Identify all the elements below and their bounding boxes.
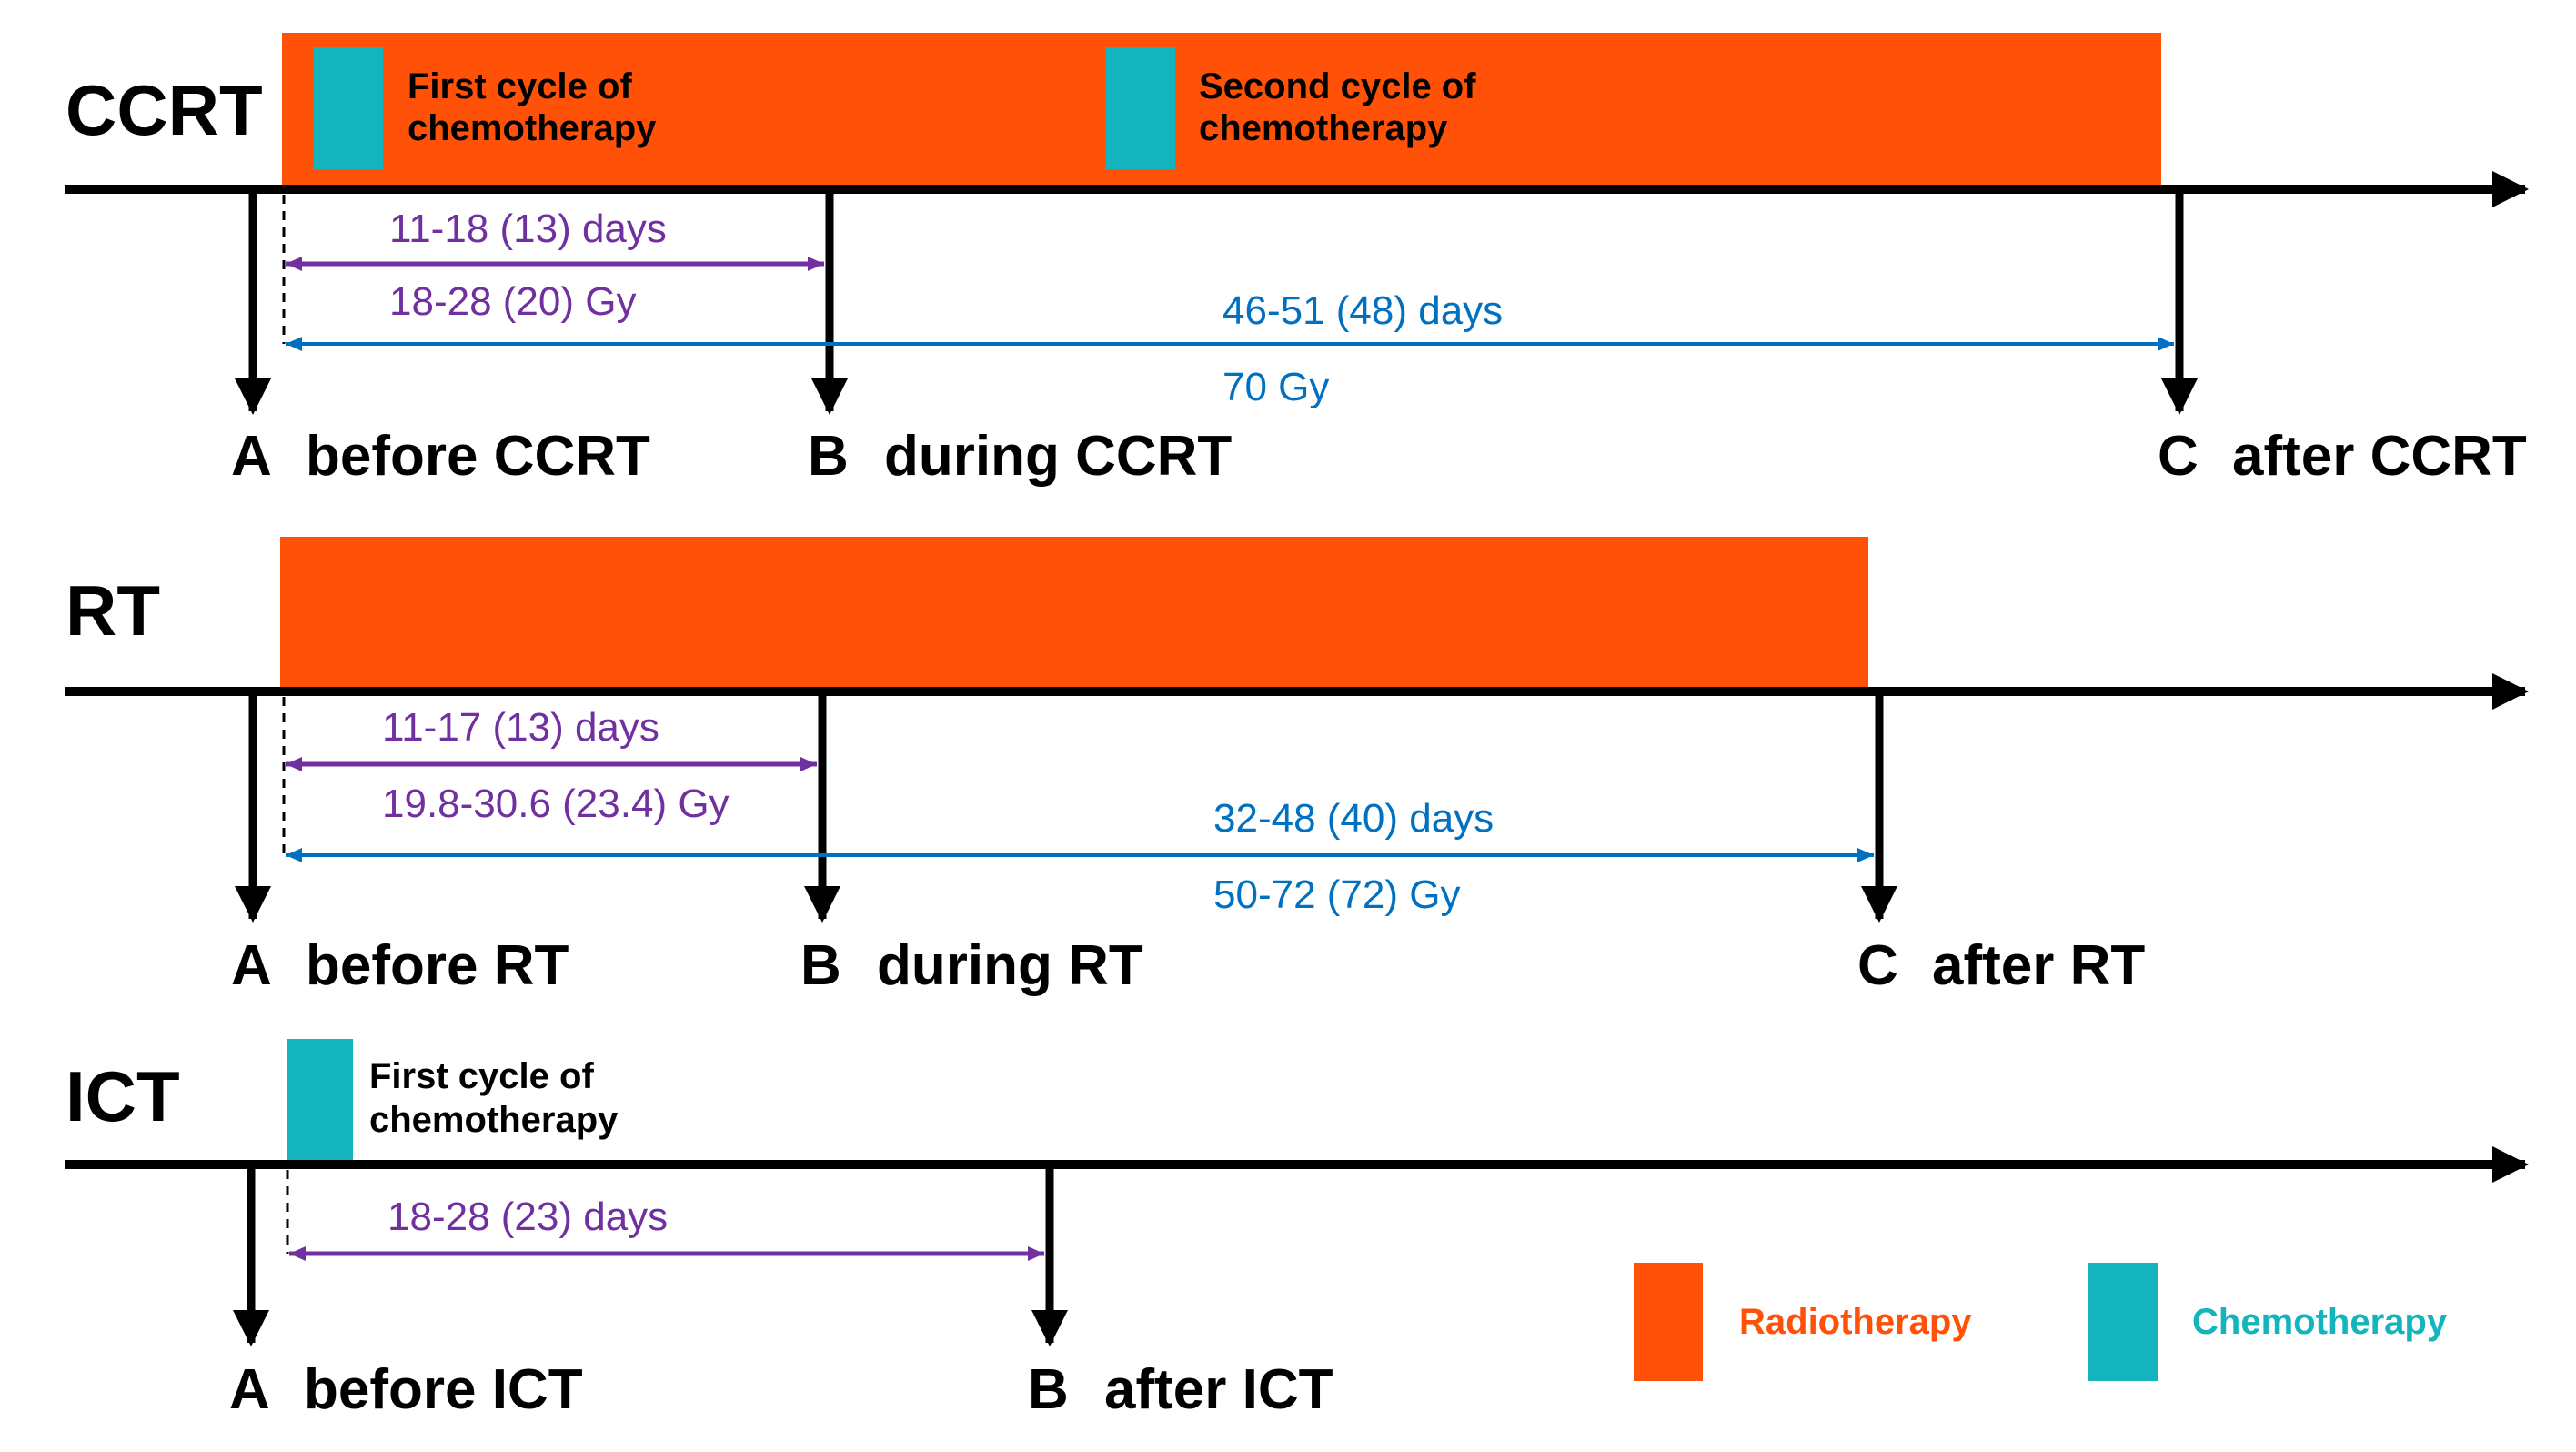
ccrt-row: First cycle of chemotherapy Second cycle… [65,33,2529,488]
ict-row-title: ICT [65,1056,180,1136]
rt-milestone-c-label: after RT [1932,934,2145,997]
rt-milestone-a-label: before RT [306,934,569,997]
ict-milestone-b-letter: B [1028,1358,1069,1421]
ccrt-chemo-note-1-line1: First cycle of [408,66,632,106]
ccrt-short-interval-days: 11-18 (13) days [389,207,667,251]
ccrt-milestone-b-letter: B [808,425,849,488]
ccrt-milestone-a-label: before CCRT [306,425,650,488]
legend-chemotherapy-swatch [2088,1263,2158,1381]
legend-chemotherapy-label: Chemotherapy [2192,1302,2448,1342]
ict-chemo-block-1 [287,1039,353,1161]
ccrt-milestone-c-label: after CCRT [2232,425,2527,488]
ccrt-long-interval-dose: 70 Gy [1223,365,1329,409]
rt-milestone-c-letter: C [1857,934,1898,997]
ccrt-chemo-block-1 [314,47,383,169]
ccrt-chemo-note-2-line1: Second cycle of [1199,66,1476,106]
legend-radiotherapy-label: Radiotherapy [1739,1302,1972,1342]
ccrt-long-interval-days: 46-51 (48) days [1223,288,1503,333]
ccrt-short-interval-dose: 18-28 (20) Gy [389,279,636,324]
ccrt-milestone-c-letter: C [2158,425,2199,488]
ccrt-chemo-note-1-line2: chemotherapy [408,108,657,148]
ccrt-chemo-block-2 [1106,47,1175,169]
rt-long-interval-dose: 50-72 (72) Gy [1213,872,1460,917]
ict-short-interval-days: 18-28 (23) days [387,1195,668,1239]
ccrt-milestone-a-letter: A [231,425,272,488]
legend: Radiotherapy Chemotherapy [1634,1263,2448,1381]
ccrt-row-title: CCRT [65,70,263,150]
legend-radiotherapy-swatch [1634,1263,1703,1381]
ict-milestone-a-letter: A [229,1358,270,1421]
rt-row-title: RT [65,570,160,650]
ccrt-radiotherapy-bar [282,33,2161,187]
rt-short-interval-dose: 19.8-30.6 (23.4) Gy [382,781,730,826]
rt-milestone-b-label: during RT [877,934,1143,997]
ict-chemo-note-1-line1: First cycle of [369,1056,594,1096]
rt-short-interval-days: 11-17 (13) days [382,705,659,750]
ict-milestone-a-label: before ICT [304,1358,583,1421]
ict-milestone-b-label: after ICT [1104,1358,1333,1421]
rt-milestone-a-letter: A [231,934,272,997]
ict-chemo-note-1-line2: chemotherapy [369,1100,619,1140]
rt-row: RT 11-17 (13) days 19.8-30.6 (23.4) Gy 3… [65,537,2529,997]
rt-milestone-b-letter: B [800,934,841,997]
rt-long-interval-days: 32-48 (40) days [1213,796,1494,841]
ccrt-chemo-note-2-line2: chemotherapy [1199,108,1448,148]
rt-radiotherapy-bar [280,537,1868,688]
ccrt-milestone-b-label: during CCRT [884,425,1232,488]
ict-row: First cycle of chemotherapy ICT 18-28 (2… [65,1039,2529,1421]
